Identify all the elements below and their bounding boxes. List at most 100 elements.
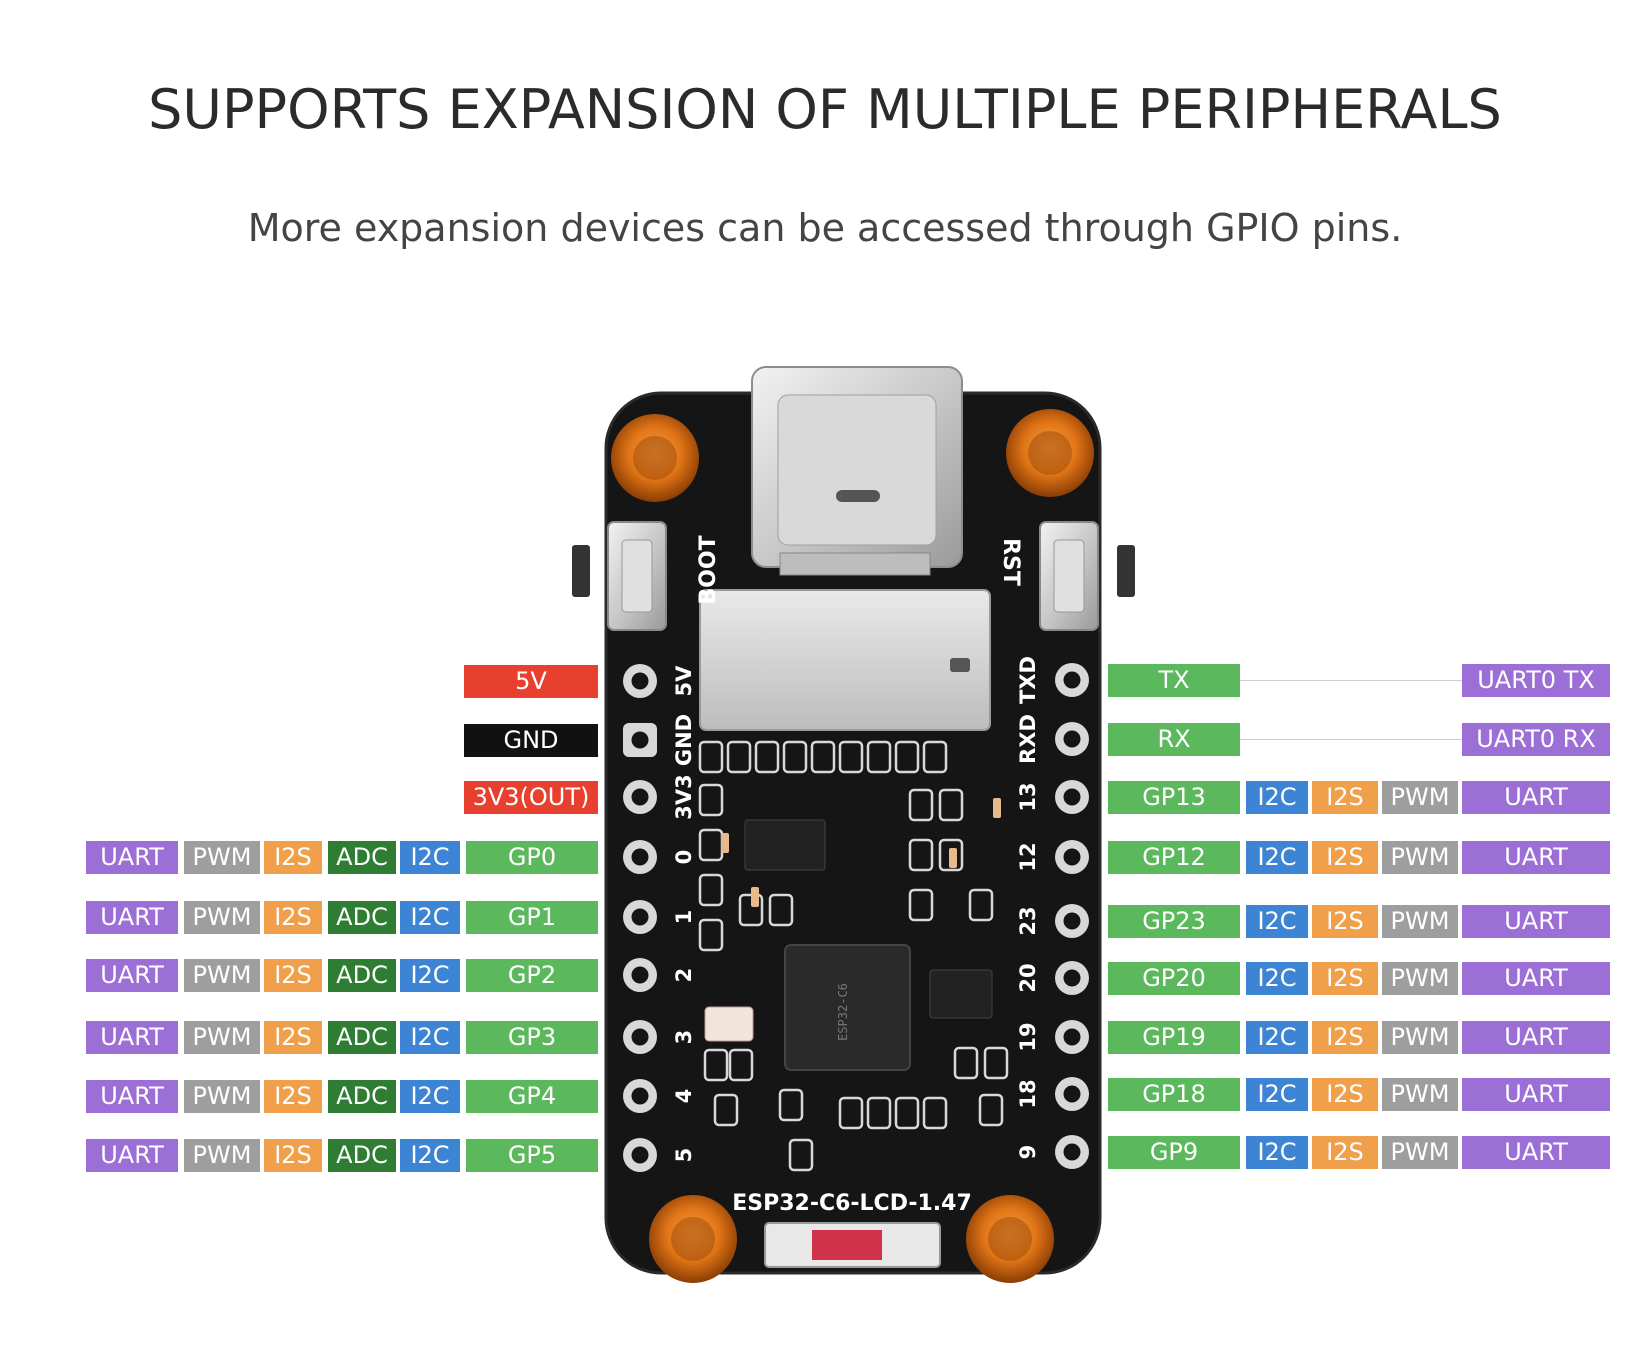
right-pin-tx: TX bbox=[1108, 664, 1240, 697]
right-tx-uart0: UART0 TX bbox=[1462, 664, 1610, 697]
standoff-bottom-left bbox=[649, 1195, 737, 1283]
right-gp12-uart: UART bbox=[1462, 841, 1610, 874]
pin-hole-right-1 bbox=[1055, 722, 1089, 756]
silk-right-7: 18 bbox=[1016, 1079, 1040, 1108]
pin-hole-left-8 bbox=[623, 1138, 657, 1172]
silk-left-5: 2 bbox=[672, 968, 696, 983]
standoff-top-right bbox=[1006, 409, 1094, 497]
standoff-bottom-right bbox=[966, 1195, 1054, 1283]
right-gp13-i2s: I2S bbox=[1312, 781, 1378, 814]
pin-hole-right-3 bbox=[1055, 840, 1089, 874]
silk-left-8: 5 bbox=[672, 1148, 696, 1163]
boot-label: BOOT bbox=[696, 535, 721, 604]
right-gp20-pwm: PWM bbox=[1382, 962, 1458, 995]
pin-hole-right-6 bbox=[1055, 1020, 1089, 1054]
left-gp3-i2c: I2C bbox=[400, 1021, 460, 1054]
left-gp2-i2c: I2C bbox=[400, 959, 460, 992]
left-gp2-uart: UART bbox=[86, 959, 178, 992]
right-gp19-uart: UART bbox=[1462, 1021, 1610, 1054]
right-pin-gp18: GP18 bbox=[1108, 1078, 1240, 1111]
rf-shield bbox=[699, 589, 991, 731]
left-pin-gnd: GND bbox=[464, 724, 598, 757]
left-gp4-adc: ADC bbox=[328, 1080, 396, 1113]
pin-hole-right-5 bbox=[1055, 961, 1089, 995]
left-pin-5v: 5V bbox=[464, 665, 598, 698]
right-gp12-i2s: I2S bbox=[1312, 841, 1378, 874]
chip-marking: ESP32-C6 bbox=[836, 983, 850, 1041]
pin-hole-left-1 bbox=[623, 723, 657, 757]
left-gp3-i2s: I2S bbox=[264, 1021, 322, 1054]
pin-hole-right-2 bbox=[1055, 780, 1089, 814]
right-rx-uart0: UART0 RX bbox=[1462, 723, 1610, 756]
pin-hole-right-7 bbox=[1055, 1077, 1089, 1111]
right-gp18-i2c: I2C bbox=[1246, 1078, 1308, 1111]
passive-components bbox=[698, 740, 1009, 1172]
lcd-connector-red-pad bbox=[812, 1230, 882, 1260]
left-gp0-i2s: I2S bbox=[264, 841, 322, 874]
left-gp4-i2c: I2C bbox=[400, 1080, 460, 1113]
standoff-top-left bbox=[611, 414, 699, 502]
left-gp1-uart: UART bbox=[86, 901, 178, 934]
left-gp5-i2s: I2S bbox=[264, 1139, 322, 1172]
boot-switch bbox=[607, 521, 667, 631]
right-gp23-i2c: I2C bbox=[1246, 905, 1308, 938]
right-gp13-pwm: PWM bbox=[1382, 781, 1458, 814]
left-pin-3v3out: 3V3(OUT) bbox=[464, 781, 598, 814]
right-pin-gp23: GP23 bbox=[1108, 905, 1240, 938]
right-gp9-uart: UART bbox=[1462, 1136, 1610, 1169]
right-pin-gp13: GP13 bbox=[1108, 781, 1240, 814]
left-gp1-i2s: I2S bbox=[264, 901, 322, 934]
right-gp19-i2s: I2S bbox=[1312, 1021, 1378, 1054]
connector-line-rx bbox=[1240, 739, 1462, 740]
left-gp2-adc: ADC bbox=[328, 959, 396, 992]
left-gp0-adc: ADC bbox=[328, 841, 396, 874]
rst-label: RST bbox=[998, 538, 1023, 586]
right-gp13-i2c: I2C bbox=[1246, 781, 1308, 814]
right-gp9-i2s: I2S bbox=[1312, 1136, 1378, 1169]
right-pin-gp20: GP20 bbox=[1108, 962, 1240, 995]
left-gp1-pwm: PWM bbox=[184, 901, 260, 934]
left-gp5-uart: UART bbox=[86, 1139, 178, 1172]
left-pin-gp4: GP4 bbox=[466, 1080, 598, 1113]
regulator-ic bbox=[744, 819, 826, 871]
right-gp18-i2s: I2S bbox=[1312, 1078, 1378, 1111]
pin-headers bbox=[623, 663, 1089, 1172]
silk-right-4: 23 bbox=[1016, 906, 1040, 935]
pin-hole-left-4 bbox=[623, 900, 657, 934]
left-gp2-i2s: I2S bbox=[264, 959, 322, 992]
esp32-c6-chip bbox=[784, 944, 911, 1071]
left-pin-gp0: GP0 bbox=[466, 841, 598, 874]
pin-hole-right-4 bbox=[1055, 904, 1089, 938]
left-pin-gp3: GP3 bbox=[466, 1021, 598, 1054]
connector-line-tx bbox=[1240, 680, 1462, 681]
right-gp20-i2s: I2S bbox=[1312, 962, 1378, 995]
right-gp23-uart: UART bbox=[1462, 905, 1610, 938]
pin-hole-right-0 bbox=[1055, 663, 1089, 697]
pin-hole-left-6 bbox=[623, 1020, 657, 1054]
left-gp3-pwm: PWM bbox=[184, 1021, 260, 1054]
left-gp2-pwm: PWM bbox=[184, 959, 260, 992]
right-gp12-pwm: PWM bbox=[1382, 841, 1458, 874]
left-gp0-pwm: PWM bbox=[184, 841, 260, 874]
rst-switch bbox=[1039, 521, 1099, 631]
left-pin-gp5: GP5 bbox=[466, 1139, 598, 1172]
left-gp1-i2c: I2C bbox=[400, 901, 460, 934]
right-pin-gp9: GP9 bbox=[1108, 1136, 1240, 1169]
left-gp0-uart: UART bbox=[86, 841, 178, 874]
right-gp18-uart: UART bbox=[1462, 1078, 1610, 1111]
usb-c-pins bbox=[779, 552, 931, 576]
silk-left-3: 0 bbox=[672, 850, 696, 865]
right-gp13-uart: UART bbox=[1462, 781, 1610, 814]
silk-right-2: 13 bbox=[1016, 782, 1040, 811]
pin-hole-right-8 bbox=[1055, 1135, 1089, 1169]
left-gp1-adc: ADC bbox=[328, 901, 396, 934]
shield-hole bbox=[950, 658, 970, 672]
left-pin-gp2: GP2 bbox=[466, 959, 598, 992]
pin-hole-left-2 bbox=[623, 780, 657, 814]
left-gp3-uart: UART bbox=[86, 1021, 178, 1054]
silk-left-1: GND bbox=[672, 714, 696, 766]
left-gp5-adc: ADC bbox=[328, 1139, 396, 1172]
